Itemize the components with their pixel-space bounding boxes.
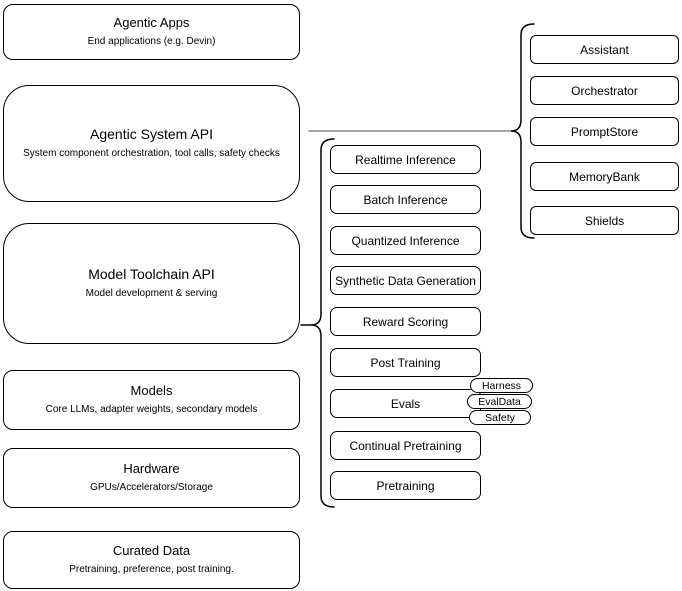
node-label: Quantized Inference [351,233,460,248]
node-synthetic-data-generation: Synthetic Data Generation [330,266,481,295]
node-title: Curated Data [112,543,191,559]
tag-label: Harness [481,379,522,392]
tag-harness: Harness [470,378,533,393]
node-subtitle: Pretraining, preference, post training. [69,563,234,575]
node-label: Assistant [580,42,629,57]
node-label: Realtime Inference [355,152,456,167]
node-pretraining: Pretraining [330,471,481,500]
node-memorybank: MemoryBank [530,162,679,191]
node-subtitle: Core LLMs, adapter weights, secondary mo… [45,403,258,415]
node-subtitle: End applications (e.g. Devin) [87,35,216,47]
node-title: Agentic Apps [113,15,190,31]
node-agentic-system-api: Agentic System API System component orch… [3,85,300,202]
tag-safety: Safety [469,410,531,425]
node-label: Orchestrator [571,83,638,98]
node-label: Pretraining [376,478,435,493]
node-models: Models Core LLMs, adapter weights, secon… [3,370,300,430]
node-shields: Shields [530,206,679,235]
node-orchestrator: Orchestrator [530,76,679,105]
node-label: Evals [390,396,421,411]
node-quantized-inference: Quantized Inference [330,226,481,255]
node-realtime-inference: Realtime Inference [330,145,481,174]
node-label: Reward Scoring [362,314,449,329]
node-label: MemoryBank [569,169,640,184]
node-title: Models [130,383,173,399]
node-curated-data: Curated Data Pretraining, preference, po… [3,531,300,589]
node-title: Hardware [123,461,180,477]
node-agentic-apps: Agentic Apps End applications (e.g. Devi… [3,4,300,60]
node-assistant: Assistant [530,35,679,64]
node-hardware: Hardware GPUs/Accelerators/Storage [3,448,300,508]
node-label: PromptStore [570,124,639,139]
node-label: Shields [584,213,625,228]
node-subtitle: Model development & serving [85,287,218,299]
node-label: Batch Inference [363,192,448,207]
node-evals: Evals [330,389,481,418]
node-model-toolchain-api: Model Toolchain API Model development & … [3,223,300,344]
node-continual-pretraining: Continual Pretraining [330,431,481,460]
node-subtitle: System component orchestration, tool cal… [23,147,280,159]
node-title: Agentic System API [90,126,213,143]
node-post-training: Post Training [330,348,481,377]
tag-label: EvalData [478,395,521,408]
tag-label: Safety [485,411,515,424]
node-promptstore: PromptStore [530,117,679,146]
node-label: Continual Pretraining [349,438,462,453]
node-batch-inference: Batch Inference [330,185,481,214]
tag-evaldata: EvalData [467,394,532,409]
node-label: Synthetic Data Generation [335,273,476,288]
node-reward-scoring: Reward Scoring [330,307,481,336]
node-subtitle: GPUs/Accelerators/Storage [90,481,213,493]
node-title: Model Toolchain API [88,266,215,283]
node-label: Post Training [370,355,441,370]
